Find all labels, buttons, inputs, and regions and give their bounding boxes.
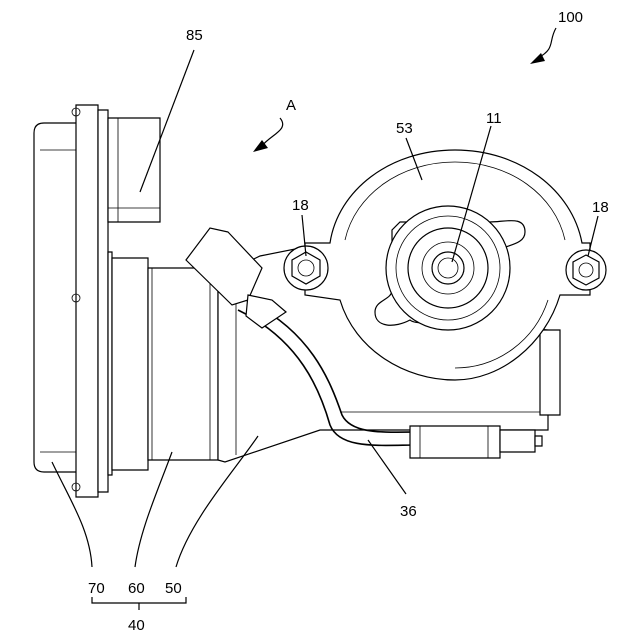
- label-53: 53: [396, 120, 413, 137]
- assembly-arrow-100: 100: [530, 9, 583, 64]
- motor-housing-70: [34, 105, 108, 497]
- motor-body-60: [108, 252, 218, 475]
- label-36: 36: [400, 503, 417, 520]
- label-18-right: 18: [592, 199, 609, 216]
- label-70: 70: [88, 580, 105, 597]
- label-60: 60: [128, 580, 145, 597]
- label-a: A: [286, 97, 296, 114]
- label-40: 40: [128, 617, 145, 634]
- label-85: 85: [186, 27, 203, 44]
- label-11: 11: [486, 110, 502, 127]
- bolt-right-18: [566, 250, 606, 290]
- connector-85: [108, 118, 160, 222]
- group-bracket-40: 40: [92, 597, 186, 634]
- label-50: 50: [165, 580, 182, 597]
- view-arrow-a: A: [253, 97, 296, 152]
- label-100: 100: [558, 9, 583, 26]
- label-18-left: 18: [292, 197, 309, 214]
